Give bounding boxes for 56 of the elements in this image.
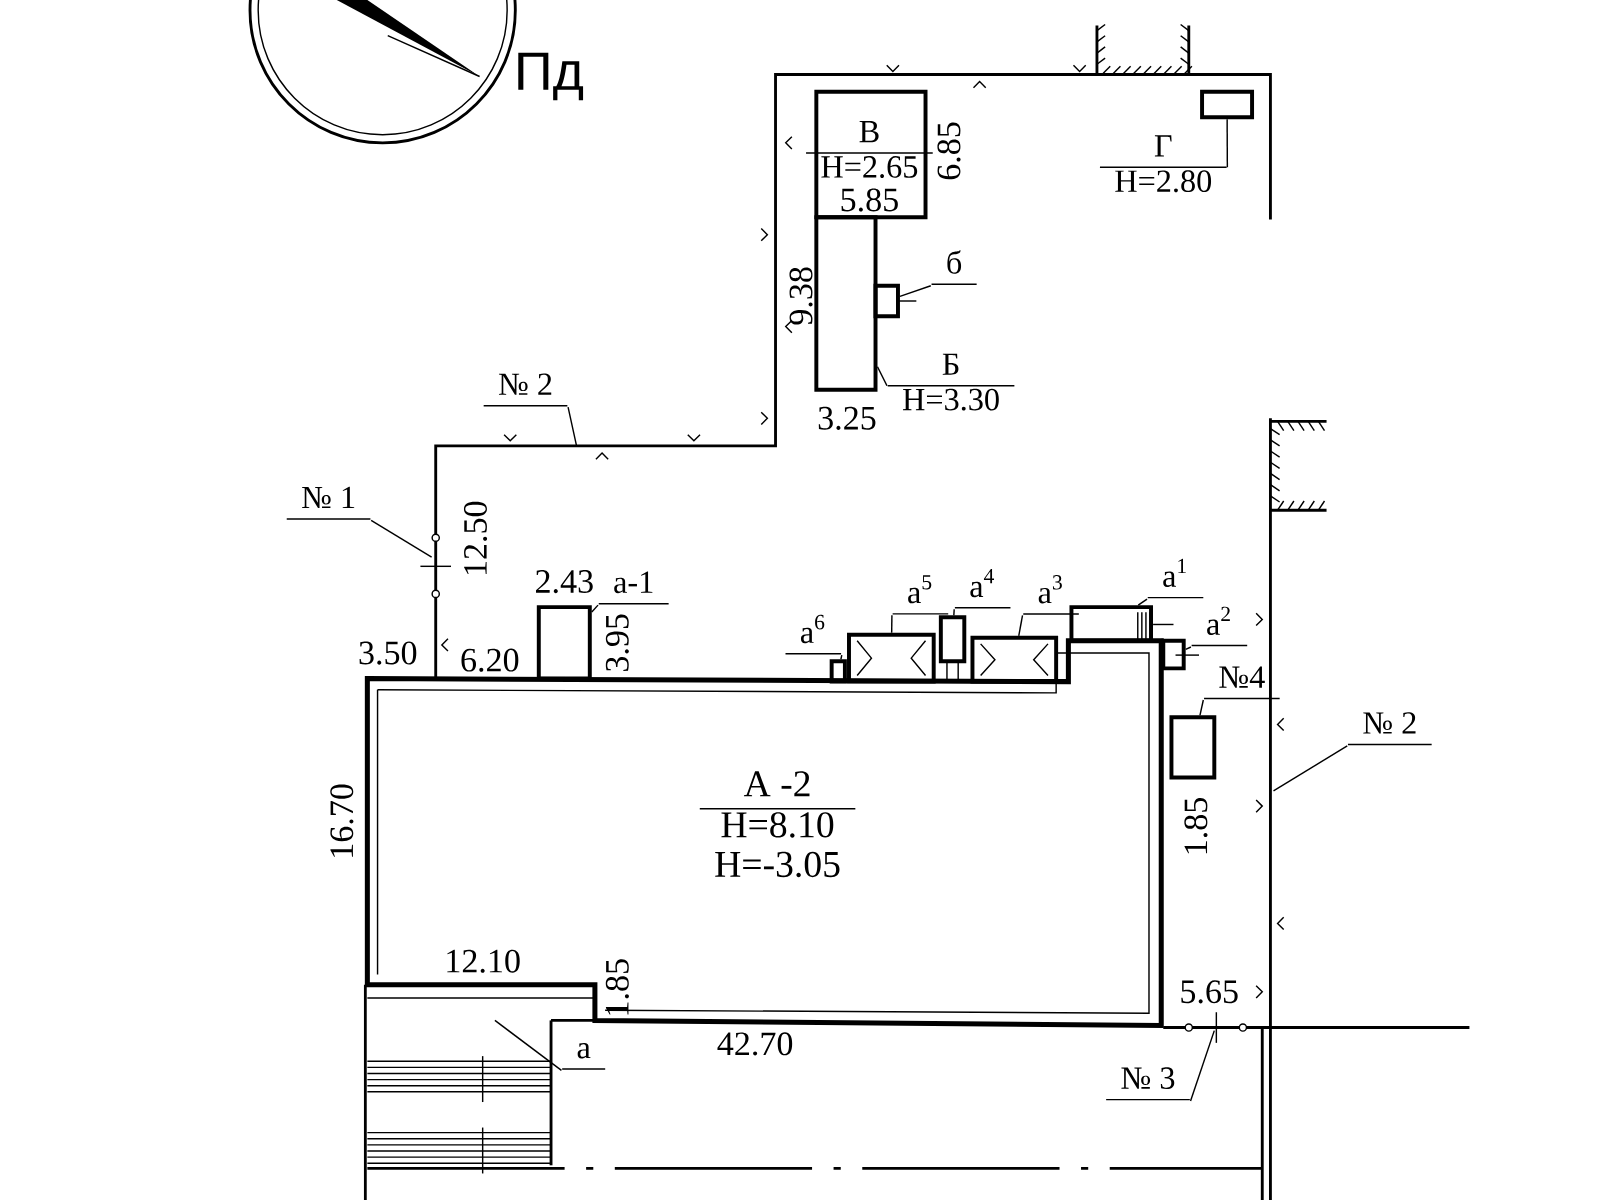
building-label: а$^{6}$ (784, 614, 842, 655)
dimension-label: 1.85 (1184, 798, 1208, 854)
dimension-label: 2.43 (536, 570, 593, 594)
annex-box (1200, 89, 1255, 120)
building-label: а-1 (598, 571, 670, 605)
building-label: Б Н=3.30 (887, 353, 1016, 411)
leader-line (1272, 745, 1348, 792)
leader-line (567, 406, 578, 447)
leader-line (890, 614, 893, 634)
dimension-label: 6.85 (937, 122, 961, 180)
building-label: а$^{3}$ (1022, 575, 1080, 615)
dimension-label: 6.20 (461, 648, 519, 672)
building-label: № 3 (1105, 1067, 1191, 1101)
leader-line (1199, 699, 1205, 717)
building-label: а$^{5}$ (891, 575, 949, 615)
leader-line (899, 285, 932, 298)
leader-line (370, 519, 433, 558)
annex-box (1169, 715, 1217, 780)
leader-line (1184, 646, 1192, 650)
dimension-label: 12.50 (463, 501, 488, 575)
leader-line (591, 604, 599, 613)
annex-box (970, 635, 1059, 684)
leader-line (953, 608, 955, 617)
dimension-label: 9.38 (789, 267, 813, 325)
annex-box (847, 632, 936, 684)
building-label: б (930, 250, 978, 285)
building-label: №4 (1203, 666, 1281, 700)
dimension-label: 12.10 (447, 949, 520, 973)
annex-box (814, 215, 878, 392)
leader-line (494, 1019, 563, 1072)
building-label: № 1 (286, 486, 372, 520)
dimension-label: 3.25 (818, 406, 876, 430)
building-label: а$^{2}$ (1190, 606, 1248, 647)
building-label: а (561, 1042, 606, 1070)
leader-line (1226, 118, 1229, 169)
annex-box (536, 605, 592, 681)
dimension-label: 1.85 (605, 959, 629, 1015)
dimension-label: 5.65 (1181, 980, 1238, 1004)
dimension-label: 5.85 (841, 188, 898, 212)
annex-box (1069, 605, 1175, 643)
leader-line (840, 654, 843, 660)
leader-line (876, 366, 888, 387)
building-label: № 2 (1347, 712, 1433, 746)
building-label: № 2 (482, 373, 569, 407)
dimension-label: 3.95 (605, 614, 629, 672)
dimension-label: 3.50 (359, 641, 417, 665)
leader-line (1018, 614, 1024, 637)
annex-box (873, 283, 918, 319)
compass-label: Пд (518, 52, 584, 101)
building-label: Г Н=2.80 (1099, 135, 1228, 193)
building-label: а$^{1}$ (1147, 558, 1205, 599)
annex-box (1161, 638, 1200, 671)
leader-line (1189, 1029, 1216, 1102)
leader-line (1137, 598, 1148, 606)
building-label: а$^{4}$ (954, 569, 1012, 609)
annex-box (829, 659, 847, 684)
